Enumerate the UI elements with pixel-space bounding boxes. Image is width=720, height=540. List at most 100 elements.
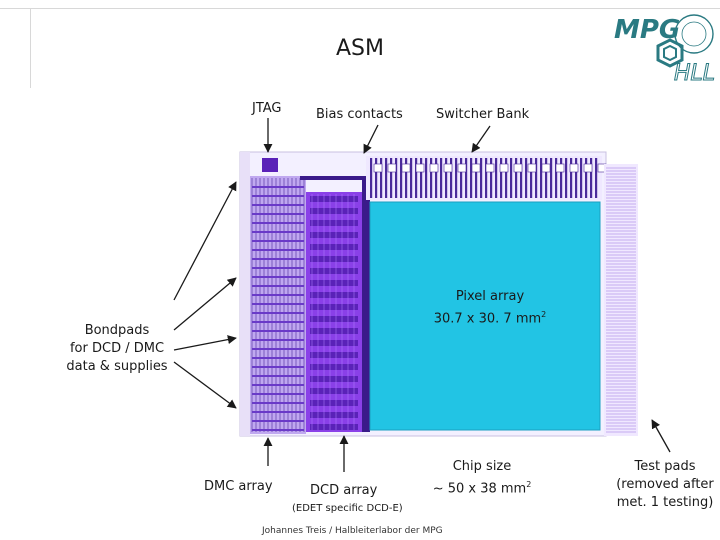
left-bondpad-column (240, 152, 250, 436)
switcher-finger (485, 158, 488, 198)
switcher-pad (583, 163, 593, 173)
switcher-finger (550, 158, 553, 198)
slide-title: ASM (336, 36, 384, 61)
switcher-finger (410, 158, 413, 198)
arrow-test-pads (651, 419, 671, 453)
bondpads-line1: Bondpads (84, 323, 150, 338)
dmc-row (252, 348, 304, 350)
dmc-row (252, 186, 304, 188)
switcher-pad (569, 163, 579, 173)
bondpads-line3: data & supplies (66, 359, 168, 374)
dmc-row (252, 321, 304, 323)
switcher-finger (575, 158, 578, 198)
switcher-finger (480, 158, 483, 198)
dcd-cell (310, 208, 358, 214)
left-rule (30, 8, 31, 88)
dcd-cell (310, 412, 358, 418)
dmc-row (252, 420, 304, 422)
switcher-pad (499, 163, 509, 173)
switcher-finger (565, 158, 568, 198)
dmc-row (252, 240, 304, 242)
switcher-finger (375, 158, 378, 198)
pixel-array-line1: Pixel array (455, 289, 525, 304)
dcd-cell (310, 220, 358, 226)
switcher-pad (485, 163, 495, 173)
dmc-row (252, 267, 304, 269)
switcher-pad (415, 163, 425, 173)
switcher-pad (457, 163, 467, 173)
dcd-cell (310, 196, 358, 202)
dcd-cell (310, 388, 358, 394)
footer-credit: Johannes Treis / Halbleiterlabor der MPG (262, 526, 443, 536)
switcher-finger (380, 158, 383, 198)
dmc-row (252, 258, 304, 260)
switcher-finger (370, 158, 373, 198)
dmc-row (252, 231, 304, 233)
dcd-cell (310, 424, 358, 430)
dmc-row (252, 222, 304, 224)
arrow-bondpads-lower (173, 361, 237, 409)
switcher-pad (429, 163, 439, 173)
pixel-array (369, 201, 601, 431)
dcd-cell (310, 304, 358, 310)
switcher-finger (385, 158, 388, 198)
dcd-cell (310, 328, 358, 334)
label-bondpads: Bondpads for DCD / DMC data & supplies (56, 322, 178, 376)
switcher-finger (420, 158, 423, 198)
switcher-pad (401, 163, 411, 173)
switcher-finger (395, 158, 398, 198)
dmc-array-pattern (251, 178, 305, 432)
switcher-pad (443, 163, 453, 173)
dcd-cell (310, 268, 358, 274)
arrow-bondpads-mid (173, 335, 237, 351)
dcd-cell (310, 256, 358, 262)
switcher-finger (585, 158, 588, 198)
dcd-cell (310, 352, 358, 358)
dcd-cell (310, 400, 358, 406)
bias-bus-vertical (362, 176, 370, 432)
pixel-array-line2: 30.7 x 30. 7 mm2 (433, 310, 547, 327)
switcher-pad (541, 163, 551, 173)
dmc-row (252, 303, 304, 305)
switcher-finger (580, 158, 583, 198)
dcd-cell (310, 364, 358, 370)
dcd-cell (310, 244, 358, 250)
dmc-row (252, 339, 304, 341)
switcher-finger (455, 158, 458, 198)
dcd-cell (310, 340, 358, 346)
logo-text-hll: HLL (674, 61, 715, 84)
dmc-row (252, 393, 304, 395)
label-bias-contacts: Bias contacts (316, 107, 403, 122)
dmc-row (252, 195, 304, 197)
label-dmc-array: DMC array (204, 479, 273, 494)
dcd-array-pattern (310, 194, 358, 430)
dmc-row (252, 249, 304, 251)
switcher-pad (513, 163, 523, 173)
switcher-pad (527, 163, 537, 173)
switcher-finger (510, 158, 513, 198)
dmc-row (252, 213, 304, 215)
switcher-finger (390, 158, 393, 198)
switcher-pad (387, 163, 397, 173)
hexagon-inner-icon (663, 44, 677, 62)
label-switcher-bank: Switcher Bank (436, 107, 530, 122)
switcher-finger (445, 158, 448, 198)
switcher-finger (430, 158, 433, 198)
dmc-row (252, 375, 304, 377)
chip-size-line1: Chip size (452, 459, 512, 474)
switcher-finger (590, 158, 593, 198)
arrow-switcher-bank (471, 125, 491, 153)
switcher-finger (520, 158, 523, 198)
label-dcd-note: (EDET specific DCD-E) (292, 503, 403, 514)
dcd-cell (310, 292, 358, 298)
jtag-block (262, 158, 278, 172)
dcd-cell (310, 232, 358, 238)
switcher-finger (530, 158, 533, 198)
switcher-finger (525, 158, 528, 198)
dmc-row (252, 384, 304, 386)
dmc-row (252, 312, 304, 314)
switcher-finger (495, 158, 498, 198)
mpg-hll-logo: MPG HLL (614, 14, 716, 84)
